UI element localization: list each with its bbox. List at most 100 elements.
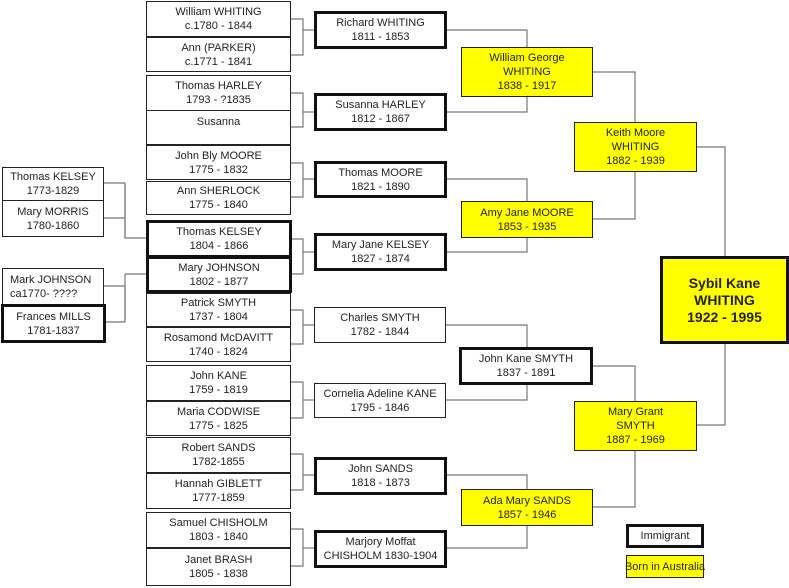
person-name: Susanna — [196, 116, 241, 128]
person-dates: c.1780 - 1844 — [184, 20, 253, 32]
person-name: William WHITING — [175, 6, 262, 18]
person-box: William WHITING c.1780 - 1844 — [146, 1, 291, 37]
person-dates: 1853 - 1935 — [497, 220, 557, 233]
person-name: Sybil Kane — [688, 274, 761, 291]
person-name: Rosamond McDAVITT — [163, 331, 274, 344]
person-dates: 1775 - 1832 — [189, 163, 248, 176]
person-dates: 1781-1837 — [27, 324, 80, 337]
person-box: Mary Jane KELSEY 1827 - 1874 — [314, 233, 447, 271]
person-name: Maria CODWISE — [176, 405, 261, 418]
person-name: Amy Jane MOORE — [480, 206, 574, 219]
person-dates: 1802 - 1877 — [189, 275, 249, 288]
person-name: Mary Jane KELSEY — [331, 239, 430, 251]
person-dates: 1803 - 1840 — [189, 531, 248, 543]
person-name: Mary JOHNSON — [178, 261, 260, 274]
person-dates: 1882 - 1939 — [606, 155, 665, 167]
person-dates: ca1770- ???? — [10, 287, 78, 300]
person-dates: c.1771 - 1841 — [184, 55, 253, 68]
person-name: Hannah GIBLETT — [174, 478, 263, 490]
person-dates: 1782 - 1844 — [350, 326, 410, 338]
person-box: Thomas HARLEY 1793 - ?1835 — [146, 75, 291, 111]
person-dates: 1857 - 1946 — [497, 508, 557, 521]
person-dates: 1775 - 1825 — [189, 419, 248, 432]
person-name: Thomas KELSEY — [10, 171, 96, 183]
person-dates: 1775 - 1840 — [189, 199, 248, 211]
person-name: John KANE — [190, 370, 247, 382]
person-dates: 1737 - 1804 — [189, 311, 248, 323]
person-name: Janet BRASH — [184, 554, 253, 566]
person-name: Keith Moore — [605, 127, 666, 139]
person-box: Charles SMYTH 1782 - 1844 — [314, 307, 446, 343]
person-box: Hannah GIBLETT 1777-1859 — [146, 473, 291, 509]
person-name: John Bly MOORE — [175, 149, 262, 162]
person-dates: CHISHOLM 1830-1904 — [323, 550, 438, 562]
person-dates: 1782-1855 — [192, 456, 245, 468]
person-name: Samuel CHISHOLM — [169, 517, 268, 529]
person-dates: 1759 - 1819 — [189, 384, 248, 396]
person-name: Thomas MOORE — [338, 166, 423, 179]
person-dates: 1812 - 1867 — [351, 113, 410, 125]
person-dates: 1887 - 1969 — [606, 434, 665, 446]
person-name: Thomas HARLEY — [175, 80, 262, 92]
person-dates: 1805 - 1838 — [189, 568, 248, 580]
legend-immigrant: Immigrant — [626, 524, 704, 548]
person-dates: 1793 - ?1835 — [186, 94, 251, 106]
person-name: Ann (PARKER) — [181, 41, 256, 54]
legend-label: Immigrant — [640, 530, 690, 542]
person-box: Ann (PARKER)c.1771 - 1841 — [146, 37, 291, 72]
person-name: Charles SMYTH — [340, 312, 420, 324]
person-name: Mary Grant — [607, 406, 663, 418]
person-box: Robert SANDS 1782-1855 — [146, 437, 291, 473]
person-dates: 1821 - 1890 — [351, 180, 410, 193]
person-box: Janet BRASH 1805 - 1838 — [146, 548, 291, 586]
person-dates: 1780-1860 — [26, 219, 80, 232]
person-name: John Kane SMYTH — [478, 353, 574, 365]
person-dates: 1818 - 1873 — [351, 477, 410, 489]
person-dates: 1827 - 1874 — [351, 253, 410, 265]
person-surname: WHITING — [694, 291, 755, 308]
person-dates: 1777-1859 — [192, 492, 245, 504]
person-dates: 1838 - 1917 — [497, 80, 557, 92]
person-box: Susanna HARLEY 1812 - 1867 — [314, 93, 447, 131]
person-name: Robert SANDS — [181, 442, 256, 454]
person-name: Patrick SMYTH — [180, 297, 257, 309]
person-dates: 1740 - 1824 — [189, 345, 248, 358]
person-name: Ann SHERLOCK — [176, 185, 261, 197]
person-box: Susanna — [146, 110, 291, 145]
person-name: Cornelia Adeline KANE — [323, 387, 437, 400]
person-box: John KANE 1759 - 1819 — [146, 365, 291, 401]
person-name: Marjory Moffat — [345, 536, 416, 548]
person-dates: 1795 - 1846 — [350, 401, 410, 414]
person-surname: WHITING — [611, 141, 660, 153]
person-dates: 1773-1829 — [26, 185, 80, 197]
person-name: Richard WHITING — [336, 17, 425, 29]
person-dates: 1804 - 1866 — [189, 240, 249, 252]
person-name: Ada Mary SANDS — [482, 494, 572, 507]
person-name: Susanna HARLEY — [335, 99, 426, 111]
person-surname: SMYTH — [616, 420, 655, 432]
person-name: Frances MILLS — [16, 310, 91, 323]
legend-born-in-australia: Born in Australia — [624, 555, 706, 578]
legend-label: Born in Australia — [624, 560, 706, 573]
person-box: Patrick SMYTH 1737 - 1804 — [146, 293, 291, 327]
person-surname: WHITING — [503, 66, 551, 78]
person-box: Thomas KELSEY 1773-1829 — [2, 167, 104, 201]
